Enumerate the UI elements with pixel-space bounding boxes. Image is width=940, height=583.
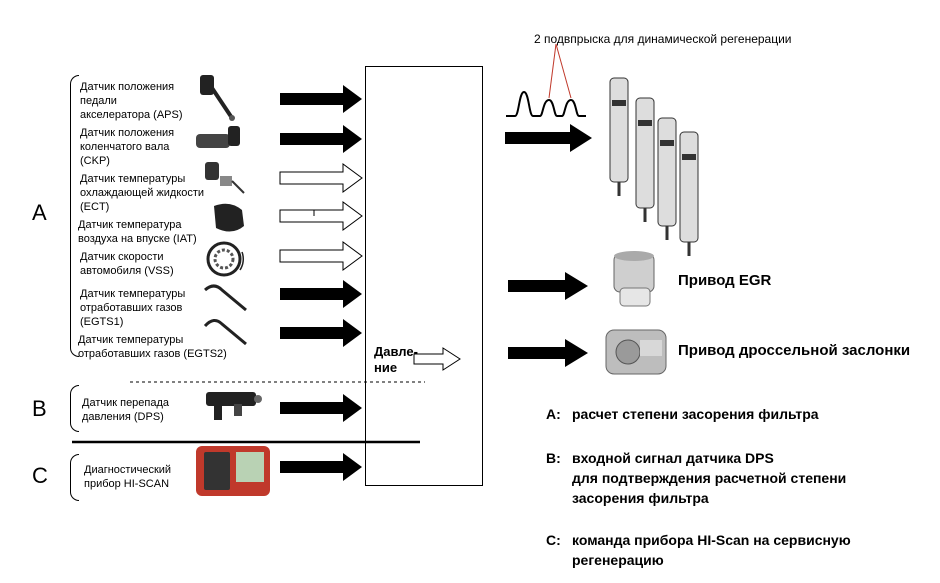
note-a: A: расчет степени засорения фильтра: [546, 404, 926, 426]
egr-actuator-label: Привод EGR: [678, 272, 772, 289]
sensor-label-egts1: Датчик температуры отработавших газов (E…: [80, 288, 186, 328]
note-c: C: команда прибора HI-Scan на сервисную …: [546, 530, 926, 572]
ecu-pressure-label: Давле- ние: [372, 344, 420, 376]
sensor-label-egts2: Датчик температуры отработавших газов (E…: [78, 334, 227, 360]
note-c-key: C:: [546, 532, 561, 548]
group-a-letter: A: [32, 200, 47, 225]
sensor-label-ect: Датчик температуры охлаждающей жидкости …: [80, 173, 205, 213]
note-b-text: входной сигнал датчика DPS для подтвержд…: [572, 450, 847, 506]
note-b-key: B:: [546, 450, 561, 466]
note-c-text: команда прибора HI-Scan на сервисную рег…: [572, 532, 851, 568]
sensor-label-hiscan: Диагностический прибор HI-SCAN: [84, 464, 172, 490]
sensor-label-dps: Датчик перепада давления (DPS): [82, 397, 170, 423]
ecu-block: [365, 66, 483, 486]
header-note: 2 подвпрыска для динамической регенераци…: [534, 32, 792, 46]
note-a-text: расчет степени засорения фильтра: [572, 406, 819, 422]
sensor-label-iat: Датчик температура воздуха на впуске (IA…: [78, 219, 197, 245]
sensor-label-aps: Датчик положения педали акселератора (AP…: [80, 81, 183, 121]
group-b-letter: B: [32, 396, 47, 421]
sensor-label-vss: Датчик скорости автомобиля (VSS): [80, 251, 174, 277]
note-a-key: A:: [546, 406, 561, 422]
note-b: B: входной сигнал датчика DPS для подтве…: [546, 448, 926, 510]
group-c-letter: C: [32, 463, 48, 488]
sensor-label-ckp: Датчик положения коленчатого вала (CKP): [80, 127, 175, 167]
throttle-actuator-label: Привод дроссельной заслонки: [678, 342, 911, 359]
